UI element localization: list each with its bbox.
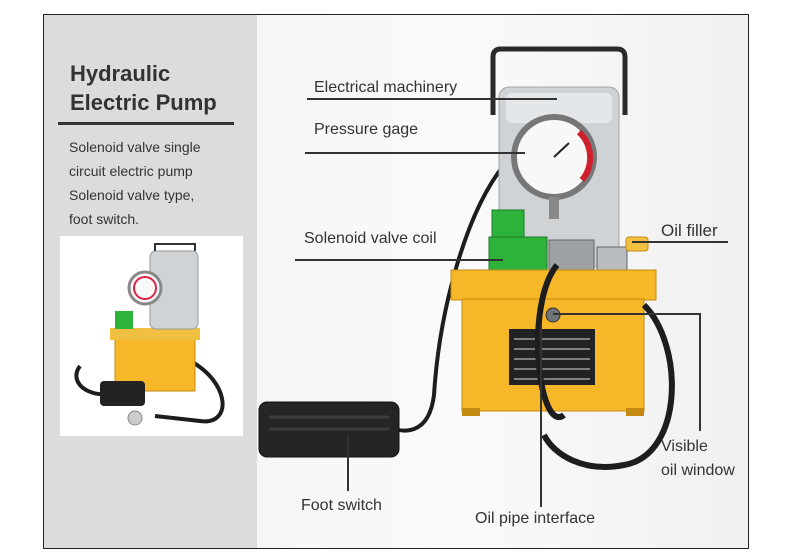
gauge-needle [553, 142, 570, 158]
oil-filler-cap [625, 236, 649, 252]
callout-line-oil-filler [632, 241, 728, 243]
label-pressure-gage: Pressure gage [314, 121, 419, 138]
label-foot-switch: Foot switch [301, 497, 382, 514]
thumbnail-photo [60, 236, 243, 436]
power-cable [383, 163, 506, 433]
label-electrical-machinery: Electrical machinery [314, 79, 458, 96]
oil-hose [535, 263, 566, 421]
carry-handle [490, 46, 628, 115]
callout-line-oil-window-h [553, 313, 701, 315]
pump-illustration [258, 46, 675, 470]
gauge-stem [549, 197, 559, 219]
callout-line-oil-pipe [540, 325, 542, 507]
callout-line-foot-switch [347, 435, 349, 491]
label-oil-pipe-interface: Oil pipe interface [475, 510, 596, 527]
gauge-red-zone [576, 129, 594, 182]
callout-line-electrical [307, 98, 557, 100]
description-line: Solenoid valve single [69, 139, 201, 155]
callout-line-gauge [305, 152, 525, 154]
description-line: Solenoid valve type, [69, 187, 195, 203]
title-line-2: Electric Pump [70, 90, 217, 115]
label-oil-filler: Oil filler [661, 221, 718, 240]
title-line-1: Hydraulic [70, 61, 171, 86]
product-description: Solenoid valve single circuit electric p… [69, 135, 249, 231]
title-underline [58, 122, 234, 125]
callout-line-oil-window-v [699, 313, 701, 431]
description-line: foot switch. [69, 211, 140, 227]
label-visible-oil-window-2: oil window [661, 462, 735, 479]
description-line: circuit electric pump [69, 163, 193, 179]
label-solenoid-valve-coil: Solenoid valve coil [304, 230, 437, 247]
callout-line-solenoid [295, 259, 503, 261]
motor-top [506, 93, 612, 123]
nameplate [509, 329, 595, 385]
product-frame: Hydraulic Electric Pump Solenoid valve s… [43, 14, 749, 549]
oil-window [545, 307, 561, 323]
label-visible-oil-window-1: Visible [661, 438, 708, 455]
product-title: Hydraulic Electric Pump [70, 59, 217, 117]
solenoid-top [491, 209, 525, 239]
return-hose [541, 302, 675, 470]
